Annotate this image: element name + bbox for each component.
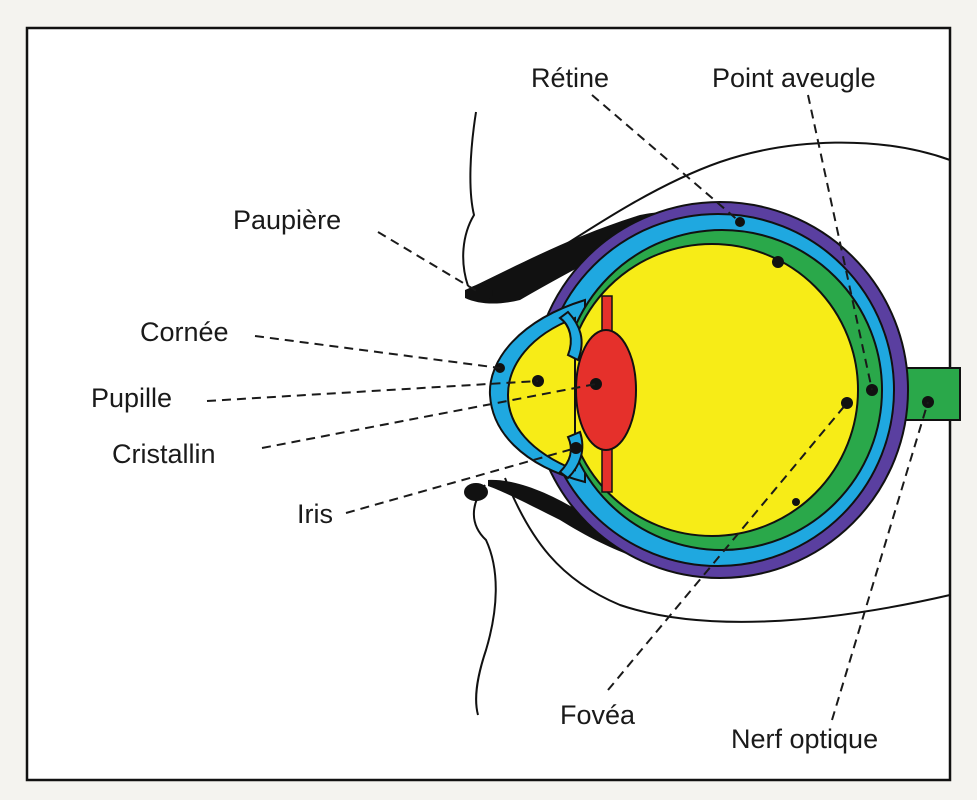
leader-paupiere bbox=[377, 231, 481, 294]
leader-nerf-optique bbox=[831, 401, 929, 721]
anterior-chamber bbox=[506, 316, 576, 472]
lens-dot bbox=[590, 378, 602, 390]
leader-cristallin bbox=[261, 383, 597, 449]
label-cornee: Cornée bbox=[140, 317, 229, 347]
label-paupiere: Paupière bbox=[233, 205, 341, 235]
blind-spot-dot bbox=[772, 256, 784, 268]
leader-pupille bbox=[206, 380, 539, 402]
label-fovea: Fovéa bbox=[560, 700, 636, 730]
cheek-outline bbox=[504, 477, 951, 623]
leader-retine bbox=[591, 94, 741, 223]
leader-fovea bbox=[607, 402, 848, 691]
fovea-dot bbox=[841, 397, 853, 409]
leader-point-aveugle bbox=[807, 94, 873, 391]
iris-upper bbox=[558, 310, 583, 362]
label-iris: Iris bbox=[297, 499, 333, 529]
leader-cornee bbox=[254, 335, 501, 369]
lower-eyelid-tip bbox=[464, 483, 488, 501]
label-cristallin: Cristallin bbox=[112, 439, 216, 469]
label-nerf-optique: Nerf optique bbox=[731, 724, 878, 754]
iris-dot bbox=[570, 442, 582, 454]
face-profile-upper bbox=[462, 111, 477, 287]
label-pupille: Pupille bbox=[91, 383, 172, 413]
leader-iris bbox=[345, 447, 577, 514]
lens-shape bbox=[575, 329, 637, 451]
label-retine: Rétine bbox=[531, 63, 609, 93]
label-point-aveugle: Point aveugle bbox=[712, 63, 876, 93]
retina-lower-dot bbox=[792, 498, 800, 506]
face-profile-lower bbox=[472, 484, 497, 716]
